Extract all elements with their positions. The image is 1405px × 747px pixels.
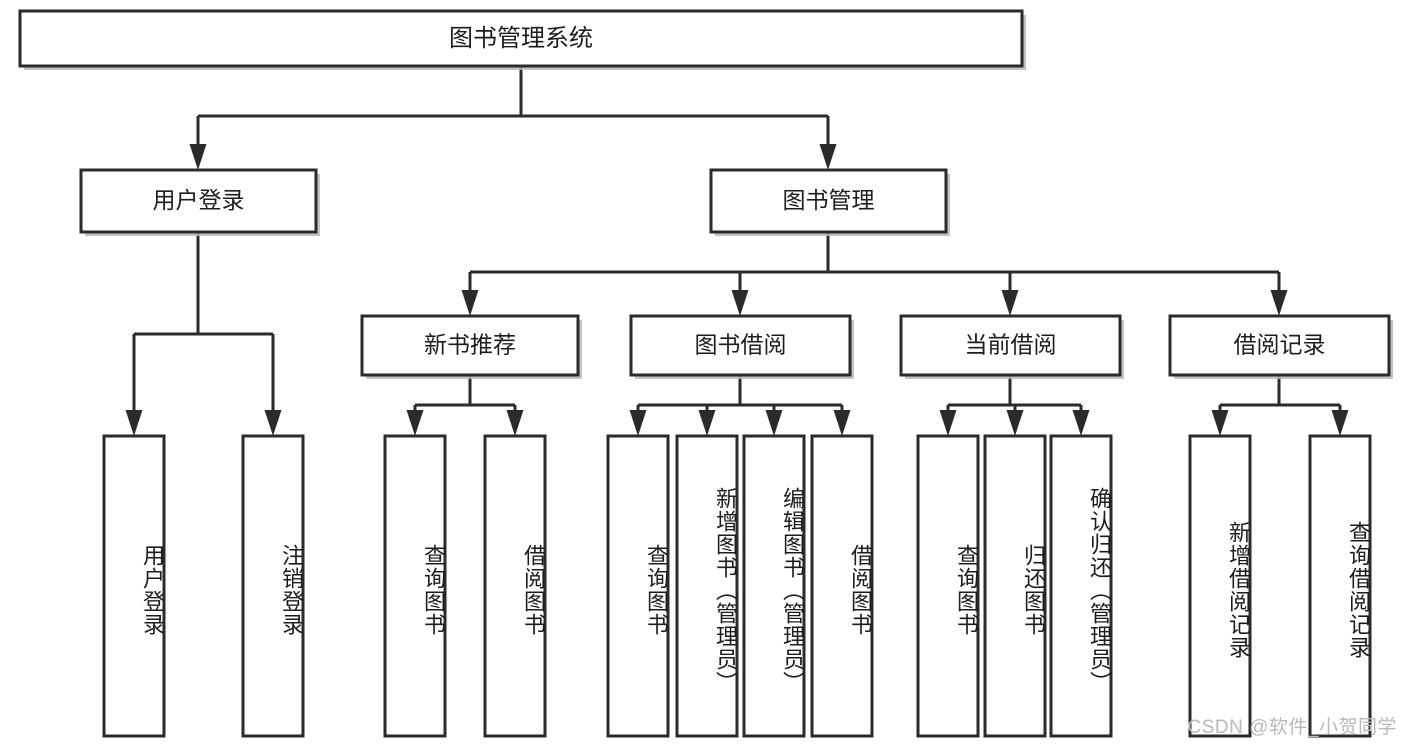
node-label: 当前借阅 <box>965 332 1057 358</box>
connector-borrow-record <box>1211 375 1349 436</box>
connector-user-login <box>125 232 282 436</box>
csdn-watermark: CSDN @软件_小贺同学 <box>1187 717 1397 738</box>
node-label: 用户登录 <box>153 187 245 213</box>
node-leaf-leaf-rec-query-book[interactable] <box>383 434 447 738</box>
node-leaf-leaf-user-login[interactable] <box>102 434 166 738</box>
edges-layer <box>125 66 1349 436</box>
node-leaf-leaf-current-confirm-return[interactable] <box>1049 434 1113 738</box>
node-label: 图书管理系统 <box>449 25 593 52</box>
node-level2-current-borrow[interactable] <box>899 314 1124 379</box>
node-level2-new-book-rec[interactable] <box>360 314 582 379</box>
node-leaf-leaf-record-add[interactable] <box>1188 434 1252 738</box>
node-level1-user-login[interactable] <box>79 168 320 236</box>
node-leaf-leaf-borrow-edit-book[interactable] <box>742 434 806 738</box>
connector-current-borrow <box>939 375 1090 436</box>
connector-root <box>189 66 837 170</box>
node-level2-borrow-record[interactable] <box>1168 314 1393 379</box>
node-root-root[interactable] <box>18 9 1026 70</box>
node-level1-book-manage[interactable] <box>709 168 950 236</box>
node-label: 新书推荐 <box>424 332 516 358</box>
connector-book-borrow <box>629 375 851 436</box>
node-label: 借阅记录 <box>1234 332 1326 358</box>
node-leaf-leaf-borrow-query-book[interactable] <box>606 434 670 738</box>
node-leaf-leaf-user-logout[interactable] <box>241 434 305 738</box>
connector-new-book-rec <box>406 375 524 436</box>
node-leaf-leaf-borrow-add-book[interactable] <box>675 434 739 738</box>
node-leaf-leaf-current-return-book[interactable] <box>983 434 1047 738</box>
node-leaf-leaf-rec-borrow-book[interactable] <box>483 434 547 738</box>
node-leaf-leaf-current-query-book[interactable] <box>916 434 980 738</box>
node-leaf-leaf-record-query[interactable] <box>1308 434 1372 738</box>
node-label: 图书借阅 <box>695 332 787 358</box>
node-level2-book-borrow[interactable] <box>629 314 854 379</box>
node-leaf-leaf-borrow-borrow-book[interactable] <box>810 434 874 738</box>
connector-book-manage <box>461 232 1288 316</box>
node-label: 图书管理 <box>783 187 875 213</box>
